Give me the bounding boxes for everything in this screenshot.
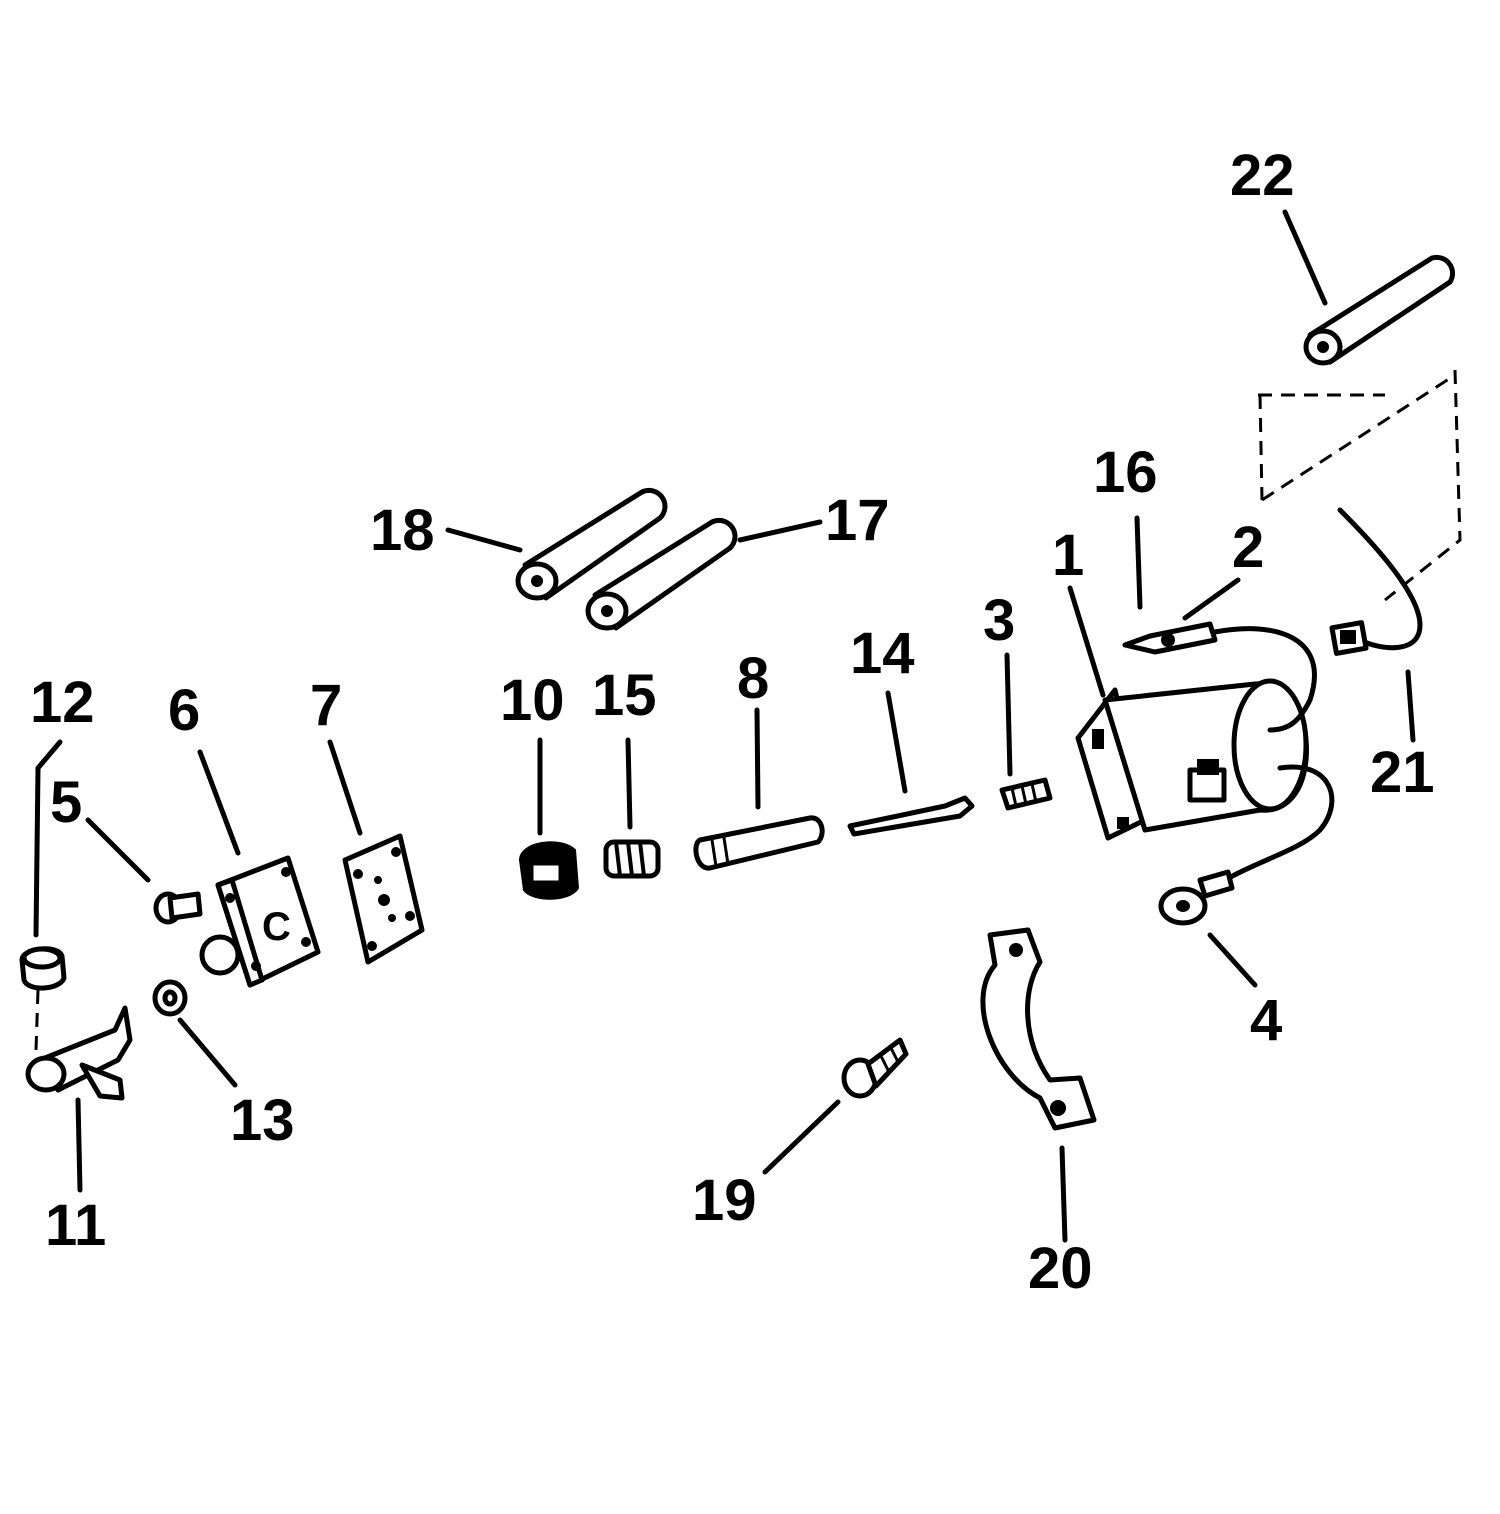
callout-5: 5 — [50, 770, 82, 835]
leader-8 — [754, 707, 761, 810]
part-6-pump-cover: C — [199, 855, 321, 988]
callout-11: 11 — [45, 1193, 106, 1258]
callout-14: 14 — [850, 621, 915, 686]
pump-cover-mark: C — [262, 905, 291, 949]
leader-4 — [1207, 932, 1258, 988]
leader-3 — [1004, 652, 1013, 777]
leader-19 — [762, 1099, 841, 1175]
leader-16 — [1134, 515, 1143, 610]
callout-21: 22 — [1230, 143, 1295, 208]
part-21-tube — [1303, 254, 1456, 366]
part-20-clamp — [980, 927, 1097, 1131]
callout-13: 13 — [230, 1088, 295, 1153]
leader-1 — [1067, 585, 1106, 698]
part-13-washer — [152, 979, 188, 1017]
callout-labels: 22 16 2 1 18 17 3 14 8 10 15 7 6 12 5 21… — [30, 143, 1435, 1301]
callout-16: 16 — [1093, 440, 1158, 505]
part-17-tube — [585, 517, 738, 631]
callout-8: 8 — [737, 646, 769, 711]
leader-12 — [33, 739, 63, 938]
leader-15 — [625, 737, 633, 830]
leader-7 — [327, 739, 363, 836]
leader-5 — [85, 817, 151, 883]
callout-7: 7 — [310, 673, 342, 738]
leader-2 — [1182, 577, 1241, 621]
part-1-solenoid — [1075, 678, 1310, 841]
leader-12-dashed — [34, 989, 40, 1051]
leader-lines — [33, 209, 1416, 1243]
callout-17: 17 — [825, 488, 890, 553]
part-8-plunger — [693, 815, 825, 871]
leader-18 — [445, 527, 523, 553]
part-4-ground-lead — [1158, 764, 1335, 926]
leader-22 — [1405, 669, 1416, 743]
part-7-diaphragm — [342, 833, 425, 965]
part-12-cap — [19, 946, 67, 991]
callout-22: 21 — [1370, 740, 1435, 805]
part-2-terminal-wire — [1122, 621, 1317, 733]
callout-3: 3 — [983, 588, 1015, 653]
callout-4: 4 — [1250, 988, 1282, 1053]
callout-15: 15 — [592, 663, 657, 728]
callout-12: 12 — [30, 670, 95, 735]
callout-6: 6 — [168, 678, 200, 743]
part-3-spring — [999, 777, 1053, 811]
callout-2: 2 — [1232, 515, 1264, 580]
callout-20: 20 — [1028, 1236, 1093, 1301]
callout-18: 18 — [370, 498, 435, 563]
part-18-tube — [515, 487, 668, 601]
leader-21 — [1282, 209, 1328, 306]
part-15-spring — [603, 839, 661, 879]
callout-1: 1 — [1052, 523, 1084, 588]
callout-10: 10 — [500, 668, 565, 733]
part-14-pin — [847, 795, 975, 837]
leader-20 — [1059, 1145, 1068, 1243]
leader-13 — [177, 1017, 238, 1088]
part-19-screw — [841, 1037, 909, 1099]
leader-17 — [737, 519, 823, 543]
leader-11 — [75, 1097, 83, 1193]
part-11-fitting — [25, 1005, 133, 1101]
part-5-screw — [153, 891, 203, 925]
part-10-cap — [518, 841, 580, 900]
leader-14 — [885, 690, 908, 794]
leader-6 — [197, 749, 241, 856]
dashed-bracket-21 — [1258, 369, 1462, 602]
part-22-wire-lead — [1329, 507, 1423, 656]
callout-19: 19 — [692, 1168, 757, 1233]
